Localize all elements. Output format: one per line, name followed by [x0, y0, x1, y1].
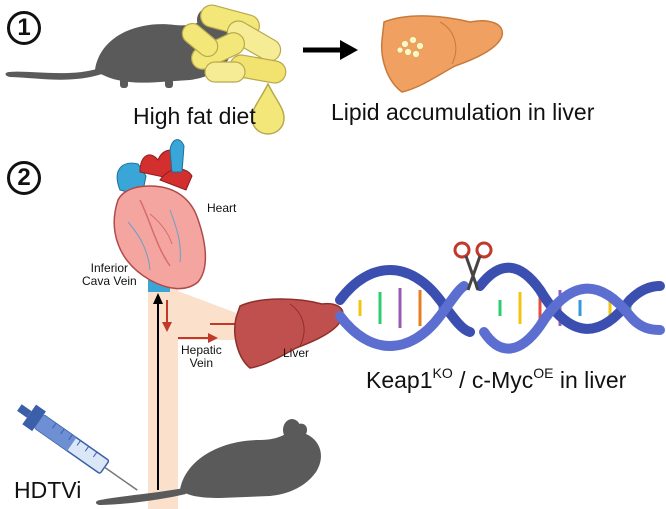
- liver-icon: [234, 298, 344, 369]
- syringe-icon: [17, 404, 138, 491]
- hepatic-label-line2: Vein: [189, 356, 214, 371]
- dna-helix-icon: [335, 262, 665, 354]
- ivc-label-line2: Cava Vein: [82, 274, 137, 289]
- mouse-icon: [95, 419, 321, 505]
- suffix-text: in liver: [553, 367, 627, 393]
- lipid-accumulation-label: Lipid accumulation in liver: [331, 99, 595, 125]
- gene2-superscript: OE: [533, 365, 554, 381]
- hdtvi-label: HDTVi: [14, 477, 82, 503]
- step-2-badge: 2: [7, 161, 41, 195]
- ivc-label: Inferior Cava Vein: [82, 261, 137, 289]
- fatty-liver-icon: [380, 15, 504, 93]
- gene1-superscript: KO: [432, 365, 453, 381]
- heart-icon: [113, 139, 207, 290]
- scissors-icon: [453, 241, 493, 291]
- heart-label: Heart: [207, 201, 237, 215]
- gene1-text: Keap1: [366, 367, 433, 393]
- separator-text: / c-Myc: [452, 367, 534, 393]
- ivc-label-line1: Inferior: [90, 261, 129, 275]
- diet-label: High fat diet: [133, 103, 256, 129]
- oil-drop-icon: [251, 82, 285, 135]
- progression-arrow: [303, 40, 358, 60]
- injection-flow-arrow: [153, 293, 163, 490]
- pill-pile-icon: [181, 4, 287, 84]
- liver-label: Liver: [283, 346, 310, 360]
- vein-band-hepatic: [150, 290, 250, 340]
- hepatic-label-line1: Hepatic: [181, 343, 222, 357]
- hepatic-vein-label: Hepatic Vein: [181, 343, 222, 371]
- step-1-badge: 1: [7, 11, 41, 45]
- genetic-modification-label: Keap1KO / c-MycOE in liver: [366, 365, 627, 393]
